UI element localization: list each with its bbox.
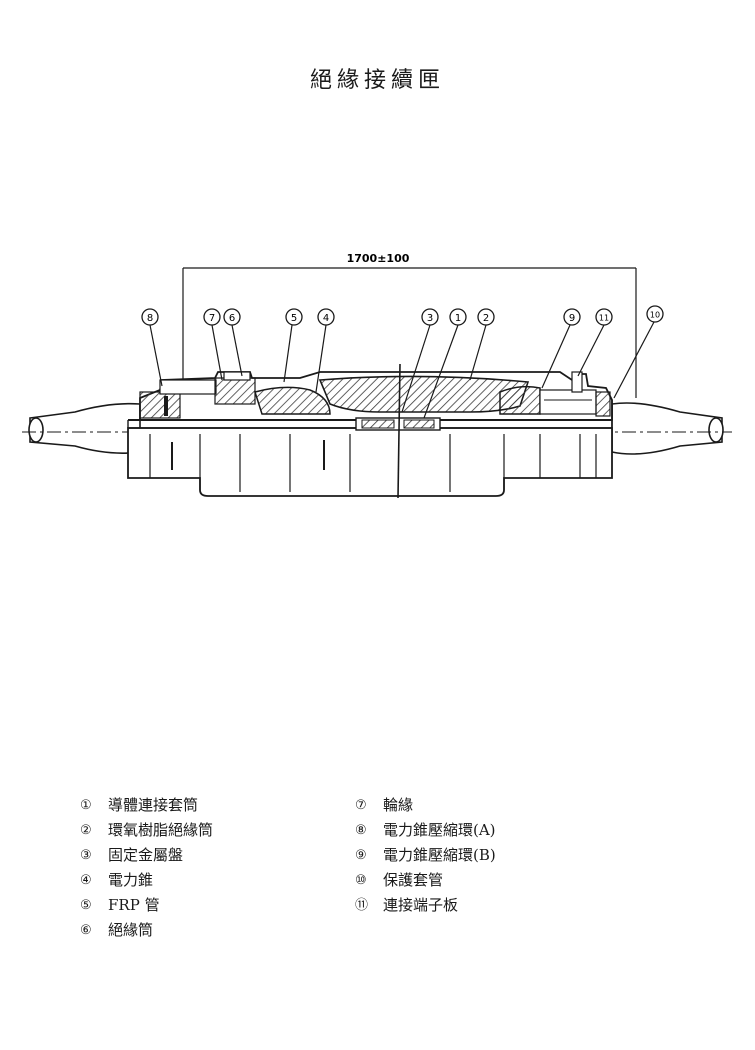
legend-item: ⑦ 輪緣 bbox=[355, 796, 414, 814]
right-end-assembly bbox=[499, 371, 611, 417]
legend-right: ⑦ 輪緣 ⑧ 電力錐壓縮環(A) ⑨ 電力錐壓縮環(B) ⑩ 保護套管 ⑪ 連接… bbox=[355, 793, 496, 918]
callout-7: 7 bbox=[203, 308, 221, 326]
left-end-assembly bbox=[139, 371, 256, 419]
svg-text:2: 2 bbox=[483, 313, 489, 324]
svg-text:1: 1 bbox=[455, 313, 461, 324]
stress-cone-left bbox=[254, 386, 331, 415]
legend-item: ① 導體連接套筒 bbox=[80, 796, 199, 814]
cable-left bbox=[28, 402, 141, 454]
callout-11: 11 bbox=[595, 308, 613, 326]
fixed-metal-plate bbox=[397, 363, 401, 499]
epoxy-insulation-tube bbox=[318, 375, 530, 413]
svg-text:7: 7 bbox=[209, 313, 215, 324]
diagram-title: 絕緣接續匣 bbox=[309, 68, 445, 93]
legend-item: ⑪ 連接端子板 bbox=[355, 896, 459, 914]
legend-item: ⑨ 電力錐壓縮環(B) bbox=[355, 846, 496, 864]
callout-10: 10 bbox=[646, 305, 664, 323]
svg-text:3: 3 bbox=[427, 313, 433, 324]
svg-text:4: 4 bbox=[323, 313, 329, 324]
legend-left: ① 導體連接套筒 ② 環氧樹脂絕緣筒 ③ 固定金屬盤 ④ 電力錐 ⑤ FRP 管… bbox=[80, 793, 213, 943]
legend-item: ⑧ 電力錐壓縮環(A) bbox=[355, 821, 496, 839]
lower-housing bbox=[127, 427, 613, 497]
svg-text:8: 8 bbox=[147, 313, 153, 324]
svg-text:9: 9 bbox=[569, 313, 575, 324]
callout-2: 2 bbox=[477, 308, 495, 326]
conductor-sleeve bbox=[355, 417, 441, 431]
dimension-indicator: 1700±100 bbox=[182, 252, 637, 398]
cable-right bbox=[611, 402, 724, 455]
svg-text:5: 5 bbox=[291, 313, 297, 324]
svg-text:6: 6 bbox=[229, 313, 235, 324]
legend-item: ⑤ FRP 管 bbox=[80, 896, 160, 914]
legend-item: ⑥ 絕緣筒 bbox=[80, 921, 154, 939]
callout-leaders bbox=[149, 321, 655, 419]
dimension-label: 1700±100 bbox=[347, 252, 410, 265]
legend-item: ③ 固定金屬盤 bbox=[80, 846, 184, 864]
legend-item: ② 環氧樹脂絕緣筒 bbox=[80, 821, 214, 839]
svg-text:10: 10 bbox=[650, 311, 660, 320]
callout-3: 3 bbox=[421, 308, 439, 326]
legend-item: ④ 電力錐 bbox=[80, 871, 154, 889]
callout-8: 8 bbox=[141, 308, 159, 326]
callout-6: 6 bbox=[223, 308, 241, 326]
callout-1: 1 bbox=[449, 308, 467, 326]
svg-text:11: 11 bbox=[599, 314, 609, 323]
callout-4: 4 bbox=[317, 308, 335, 326]
callout-5: 5 bbox=[285, 308, 303, 326]
callout-9: 9 bbox=[563, 308, 581, 326]
legend-item: ⑩ 保護套管 bbox=[355, 871, 444, 889]
